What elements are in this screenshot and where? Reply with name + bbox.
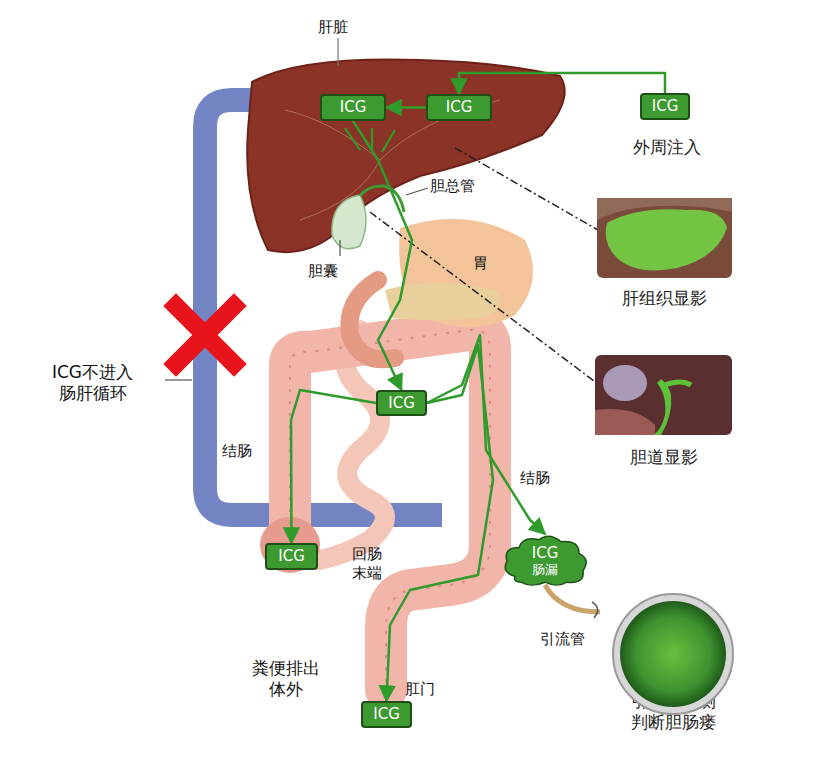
bile-duct <box>360 186 404 212</box>
node-text: 肠漏 <box>532 562 558 578</box>
colon-folds <box>290 330 490 690</box>
duodenum <box>349 280 395 359</box>
node-text: ICG <box>340 100 367 115</box>
part-label: ICG不进入 肠肝循环 <box>45 362 140 405</box>
flow-arrow <box>291 390 376 543</box>
colon <box>290 330 490 690</box>
liver <box>247 59 565 252</box>
node-text: ICG <box>278 549 305 564</box>
drainage-fluid <box>620 601 726 707</box>
part-label: 肝脏 <box>318 18 378 37</box>
leader-line <box>165 379 192 380</box>
photo-node: 胆道显影 <box>595 355 732 435</box>
part-label: 结肠 <box>520 469 560 488</box>
part-label: 结肠 <box>222 442 262 461</box>
leader-line <box>337 38 338 66</box>
node-text: ICG <box>373 707 400 722</box>
tissue <box>595 409 655 435</box>
leader-line <box>406 188 428 195</box>
icg-box: ICG <box>265 543 318 570</box>
bile-flow-arrows <box>345 128 395 152</box>
flow-arrow <box>387 345 494 701</box>
part-label: 引流管 <box>540 630 600 649</box>
part-label: 胆囊 <box>308 262 348 281</box>
beaker-rim <box>613 594 733 714</box>
beaker-node: 引流液检测 判断胆肠瘘 <box>612 593 734 715</box>
tissue <box>597 198 732 220</box>
flow-arrow <box>353 121 412 390</box>
leader-line <box>339 240 340 256</box>
leader-line <box>370 212 598 384</box>
flow-arrow <box>427 335 545 534</box>
photo-shape <box>597 198 732 278</box>
node-caption: 外周注入 <box>617 137 717 158</box>
photo-shape <box>595 355 732 435</box>
duct-stain-2 <box>665 382 691 385</box>
cloud-node: ICG肠漏 <box>501 534 589 588</box>
icg-box: ICG <box>361 701 412 728</box>
block-cross <box>176 306 234 364</box>
gallbladder-photo <box>603 365 647 401</box>
flow-arrow <box>386 106 426 109</box>
node-text: ICG <box>652 99 679 114</box>
node-caption: 肝组织显影 <box>592 288 737 309</box>
part-label: 胃 <box>473 254 503 273</box>
flow-arrow <box>459 73 665 94</box>
cloud-outline <box>505 536 586 585</box>
pancreas <box>385 283 501 320</box>
part-label: 回肠 末端 <box>352 545 388 583</box>
node-text: ICG <box>532 544 559 562</box>
icg-box: ICG <box>376 390 427 416</box>
leader-line <box>455 148 598 230</box>
beaker-shape <box>612 593 734 715</box>
node-text: ICG <box>388 396 415 411</box>
node-caption: 胆道显影 <box>591 447 736 468</box>
part-label: 肛门 <box>405 680 445 699</box>
icg-box: ICG <box>320 94 386 121</box>
photo-bg <box>597 198 732 278</box>
photo-node: 肝组织显影 <box>597 198 732 278</box>
drainage-tube <box>545 585 600 612</box>
tube-clip <box>592 602 598 618</box>
part-label: 胆总管 <box>430 177 490 196</box>
node-text: ICG <box>446 100 473 115</box>
duct-stain <box>653 379 671 435</box>
icg-box: ICG外周注入 <box>640 93 690 120</box>
gallbladder <box>332 195 366 249</box>
icg-box: ICG <box>426 94 492 121</box>
liver-stain <box>606 209 727 270</box>
cecum <box>260 517 320 573</box>
photo-bg <box>595 355 732 435</box>
part-label: 粪便排出 体外 <box>248 658 323 701</box>
